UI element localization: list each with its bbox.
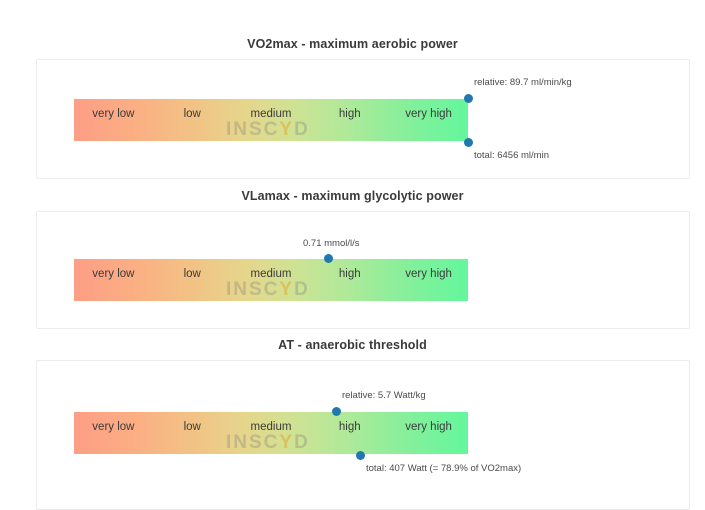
- watermark-part2: D: [294, 432, 310, 453]
- zone-low: low: [183, 268, 201, 280]
- inscyd-watermark: INSCYD: [226, 279, 310, 301]
- marker-label-relative: relative: 5.7 Watt/kg: [342, 390, 426, 401]
- marker-dot-relative[interactable]: [331, 406, 341, 416]
- gauge-vlamax: very low low medium high very high INSCY…: [37, 212, 689, 328]
- zone-label-row-vo2max: very low low medium high very high: [74, 99, 468, 141]
- marker-dot-total[interactable]: [355, 450, 365, 460]
- section-title-vlamax: VLamax - maximum glycolytic power: [241, 189, 464, 203]
- gradient-bar-at: [74, 412, 468, 454]
- chart-card-vo2max: very low low medium high very high INSCY…: [36, 59, 690, 179]
- gradient-bar-vlamax: [74, 259, 468, 301]
- inscyd-watermark: INSCYD: [226, 432, 310, 454]
- gradient-bar-vo2max: [74, 99, 468, 141]
- zone-very-high: very high: [405, 268, 452, 280]
- chart-card-vlamax: very low low medium high very high INSCY…: [36, 211, 690, 329]
- zone-very-low: very low: [92, 108, 135, 120]
- chart-card-at: very low low medium high very high INSCY…: [36, 360, 690, 510]
- watermark-part1: INSC: [226, 432, 280, 453]
- zone-high: high: [338, 268, 361, 280]
- marker-label-total: total: 407 Watt (= 78.9% of VO2max): [366, 463, 522, 474]
- section-anaerobic-threshold: AT - anaerobic threshold very low low me…: [0, 337, 705, 510]
- zone-high: high: [338, 108, 361, 120]
- zone-label-row-vlamax: very low low medium high very high: [74, 259, 468, 301]
- section-vo2max: VO2max - maximum aerobic power very low …: [0, 36, 705, 179]
- watermark-part2: D: [294, 279, 310, 300]
- watermark-part1: INSC: [226, 119, 280, 140]
- watermark-accent: Y: [279, 432, 295, 453]
- zone-high: high: [338, 421, 361, 433]
- section-vlamax: VLamax - maximum glycolytic power very l…: [0, 188, 705, 329]
- zone-medium: medium: [250, 421, 292, 433]
- zone-medium: medium: [250, 268, 292, 280]
- zone-very-high: very high: [405, 421, 452, 433]
- zone-very-low: very low: [92, 268, 135, 280]
- section-title-at: AT - anaerobic threshold: [278, 338, 427, 352]
- zone-medium: medium: [250, 108, 292, 120]
- marker-label-relative: relative: 89.7 ml/min/kg: [474, 77, 572, 88]
- zone-low: low: [183, 108, 201, 120]
- marker-label-vlamax: 0.71 mmol/l/s: [303, 238, 360, 249]
- zone-very-high: very high: [405, 108, 452, 120]
- marker-dot-relative[interactable]: [463, 93, 473, 103]
- zone-low: low: [183, 421, 201, 433]
- watermark-accent: Y: [279, 279, 295, 300]
- marker-dot-total[interactable]: [463, 137, 473, 147]
- gauge-at: very low low medium high very high INSCY…: [37, 361, 689, 509]
- section-title-vo2max: VO2max - maximum aerobic power: [247, 37, 458, 51]
- watermark-part1: INSC: [226, 279, 280, 300]
- watermark-part2: D: [294, 119, 310, 140]
- gauge-vo2max: very low low medium high very high INSCY…: [37, 60, 689, 178]
- marker-dot-vlamax[interactable]: [323, 253, 333, 263]
- watermark-accent: Y: [279, 119, 295, 140]
- performance-report-page: VO2max - maximum aerobic power very low …: [0, 36, 705, 510]
- inscyd-watermark: INSCYD: [226, 119, 310, 141]
- zone-very-low: very low: [92, 421, 135, 433]
- zone-label-row-at: very low low medium high very high: [74, 412, 468, 454]
- marker-label-total: total: 6456 ml/min: [474, 150, 549, 161]
